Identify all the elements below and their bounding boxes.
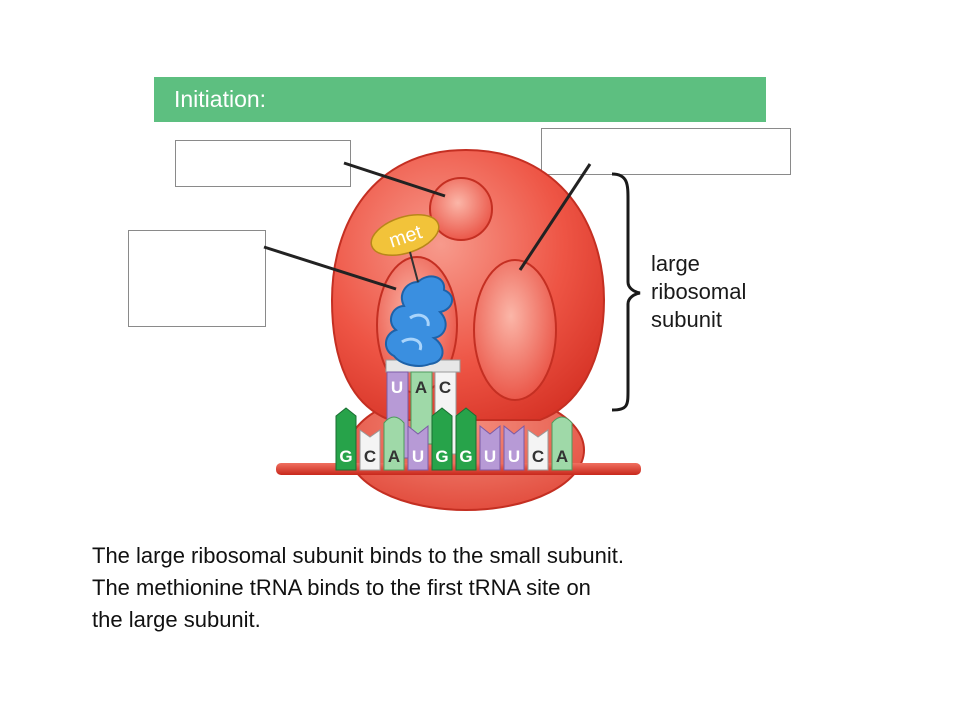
a-site bbox=[473, 259, 557, 401]
mrna-base-tab bbox=[551, 416, 573, 471]
mrna-base-letter: G bbox=[435, 447, 448, 466]
caption-line: the large subunit. bbox=[92, 607, 261, 632]
large-subunit-label-line: large bbox=[651, 251, 700, 276]
anticodon-letter: A bbox=[415, 378, 427, 397]
mrna-base-tab bbox=[407, 424, 429, 471]
caption-line: The methionine tRNA binds to the first t… bbox=[92, 575, 591, 600]
mrna-base-letter: G bbox=[339, 447, 352, 466]
label-box-top-right bbox=[541, 128, 791, 175]
mrna-base-tab bbox=[359, 429, 381, 471]
mrna-base-letter: U bbox=[412, 447, 424, 466]
mrna-base-letter: A bbox=[556, 447, 568, 466]
mrna-base-tab bbox=[479, 424, 501, 471]
met-connector bbox=[409, 251, 419, 283]
label-box-left bbox=[128, 230, 266, 327]
trna-body bbox=[385, 275, 454, 367]
label-box-top-left bbox=[175, 140, 351, 187]
leader-line-e-site bbox=[343, 161, 446, 198]
large-subunit-label-line: subunit bbox=[651, 307, 722, 332]
mrna-base-tab bbox=[383, 416, 405, 471]
mrna-base-letter: C bbox=[532, 447, 544, 466]
mrna-base-tab bbox=[527, 429, 549, 471]
header-banner: Initiation: bbox=[154, 77, 766, 122]
mrna-base-letter: G bbox=[459, 447, 472, 466]
caption: The large ribosomal subunit binds to the… bbox=[92, 540, 852, 636]
mrna-base-letter: U bbox=[508, 447, 520, 466]
large-subunit-label: large ribosomal subunit bbox=[651, 250, 746, 334]
mrna-base-letter: C bbox=[364, 447, 376, 466]
large-subunit-label-line: ribosomal bbox=[651, 279, 747, 304]
anticodon-letter: C bbox=[439, 378, 451, 397]
leader-line-p-site bbox=[263, 245, 397, 291]
large-subunit-bracket bbox=[611, 172, 641, 412]
trna-highlight bbox=[401, 313, 430, 351]
caption-line: The large ribosomal subunit binds to the… bbox=[92, 543, 624, 568]
mrna-base-tab bbox=[455, 407, 477, 471]
mrna-base-tab bbox=[431, 407, 453, 471]
mrna-base-letter: A bbox=[388, 447, 400, 466]
mrna-base-tab bbox=[335, 407, 357, 471]
anticodon-letter: U bbox=[391, 378, 403, 397]
header-title: Initiation: bbox=[174, 86, 267, 112]
e-site bbox=[429, 177, 493, 241]
mrna-base-letter: U bbox=[484, 447, 496, 466]
mrna-base-tab bbox=[503, 424, 525, 471]
leader-line-a-site bbox=[518, 163, 592, 271]
